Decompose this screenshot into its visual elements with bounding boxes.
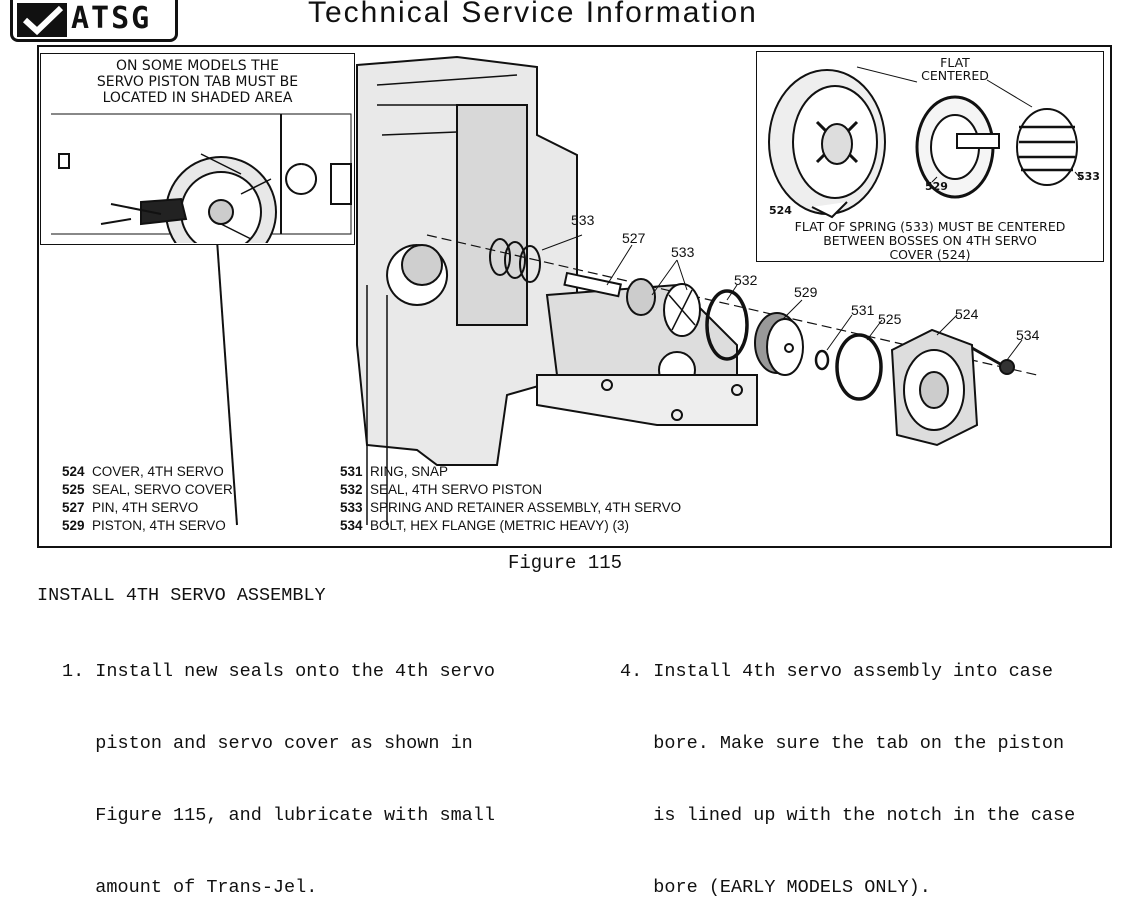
caption-line: BETWEEN BOSSES ON 4TH SERVO: [823, 233, 1037, 248]
caption-line: COVER (524): [889, 247, 971, 262]
step-line: 4. Install 4th servo assembly into case: [620, 661, 1053, 682]
left-inset: ON SOME MODELS THE SERVO PISTON TAB MUST…: [40, 53, 355, 245]
page-title: Technical Service Information: [308, 0, 758, 29]
part-number: 534: [340, 518, 363, 533]
part-name: PIN, 4TH SERVO: [92, 500, 199, 515]
callout-533: 533: [1077, 170, 1100, 183]
caption-line: LOCATED IN SHADED AREA: [102, 90, 293, 106]
part-number: 524: [62, 464, 85, 479]
servo-exploded-diagram: [216, 55, 1038, 526]
figure-frame: [37, 45, 1112, 548]
part-number: 525: [62, 482, 85, 497]
step-line: amount of Trans-Jel.: [62, 877, 318, 898]
part-name: PISTON, 4TH SERVO: [92, 518, 226, 533]
callout-532: 532: [734, 272, 758, 288]
legend-row: 527 PIN, 4TH SERVO: [62, 499, 233, 517]
atsg-logo: ATSG: [10, 0, 178, 42]
right-inset-caption: FLAT OF SPRING (533) MUST BE CENTERED BE…: [757, 220, 1103, 262]
right-inset: FLAT OF SPRING (533) MUST BE CENTERED BE…: [756, 51, 1104, 262]
callout-531: 531: [851, 302, 875, 318]
part-number: 531: [340, 464, 363, 479]
legend-row: 524 COVER, 4TH SERVO: [62, 463, 233, 481]
callout-533: 533: [671, 244, 695, 260]
checkmark-logo-icon: [17, 3, 67, 37]
spring-flat-detail-drawing: [768, 66, 1083, 219]
caption-line: SERVO PISTON TAB MUST BE: [96, 74, 299, 90]
part-name: BOLT, HEX FLANGE (METRIC HEAVY) (3): [370, 518, 630, 533]
flat-label-line: FLAT: [940, 55, 970, 70]
part-name: RING, SNAP: [370, 464, 449, 479]
step-line: piston and servo cover as shown in: [62, 733, 473, 754]
left-inset-caption: ON SOME MODELS THE SERVO PISTON TAB MUST…: [41, 58, 354, 106]
callout-524: 524: [769, 204, 792, 217]
step-4: 4. Install 4th servo assembly into case …: [620, 612, 1075, 924]
legend-row: 533 SPRING AND RETAINER ASSEMBLY, 4TH SER…: [340, 499, 681, 517]
part-number: 533: [340, 500, 363, 515]
step-line: Figure 115, and lubricate with small: [62, 805, 495, 826]
legend-row: 532 SEAL, 4TH SERVO PISTON: [340, 481, 681, 499]
part-name: SPRING AND RETAINER ASSEMBLY, 4TH SERVO: [370, 500, 682, 515]
legend-row: 525 SEAL, SERVO COVER: [62, 481, 233, 499]
legend-row: 529 PISTON, 4TH SERVO: [62, 517, 233, 535]
callout-524: 524: [955, 306, 979, 322]
step-line: is lined up with the notch in the case: [620, 805, 1076, 826]
logo-text: ATSG: [71, 1, 152, 36]
servo-tab-detail-drawing: [51, 113, 352, 243]
step-1: 1. Install new seals onto the 4th servo …: [62, 612, 495, 924]
step-line: bore. Make sure the tab on the piston: [620, 733, 1065, 754]
part-name: SEAL, 4TH SERVO PISTON: [370, 482, 543, 497]
callout-533: 533: [571, 212, 595, 228]
part-number: 529: [62, 518, 85, 533]
section-title: INSTALL 4TH SERVO ASSEMBLY: [37, 585, 326, 606]
callout-525: 525: [878, 311, 902, 327]
part-name: SEAL, SERVO COVER: [92, 482, 233, 497]
legend-row: 531 RING, SNAP: [340, 463, 681, 481]
step-line: bore (EARLY MODELS ONLY).: [620, 877, 931, 898]
callout-529: 529: [925, 180, 948, 193]
callout-529: 529: [794, 284, 818, 300]
legend-row: 534 BOLT, HEX FLANGE (METRIC HEAVY) (3): [340, 517, 681, 535]
parts-legend-left: 524 COVER, 4TH SERVO 525 SEAL, SERVO COVER…: [62, 463, 233, 535]
part-number: 527: [62, 500, 85, 515]
part-name: COVER, 4TH SERVO: [92, 464, 224, 479]
flat-centered-label: FLAT CENTERED: [900, 56, 1010, 82]
part-number: 532: [340, 482, 363, 497]
flat-label-line: CENTERED: [921, 68, 989, 83]
figure-caption: Figure 115: [508, 552, 623, 574]
callout-534: 534: [1016, 327, 1040, 343]
caption-line: FLAT OF SPRING (533) MUST BE CENTERED: [794, 219, 1066, 234]
caption-line: ON SOME MODELS THE: [115, 58, 279, 74]
step-line: 1. Install new seals onto the 4th servo: [62, 661, 495, 682]
callout-527: 527: [622, 230, 646, 246]
